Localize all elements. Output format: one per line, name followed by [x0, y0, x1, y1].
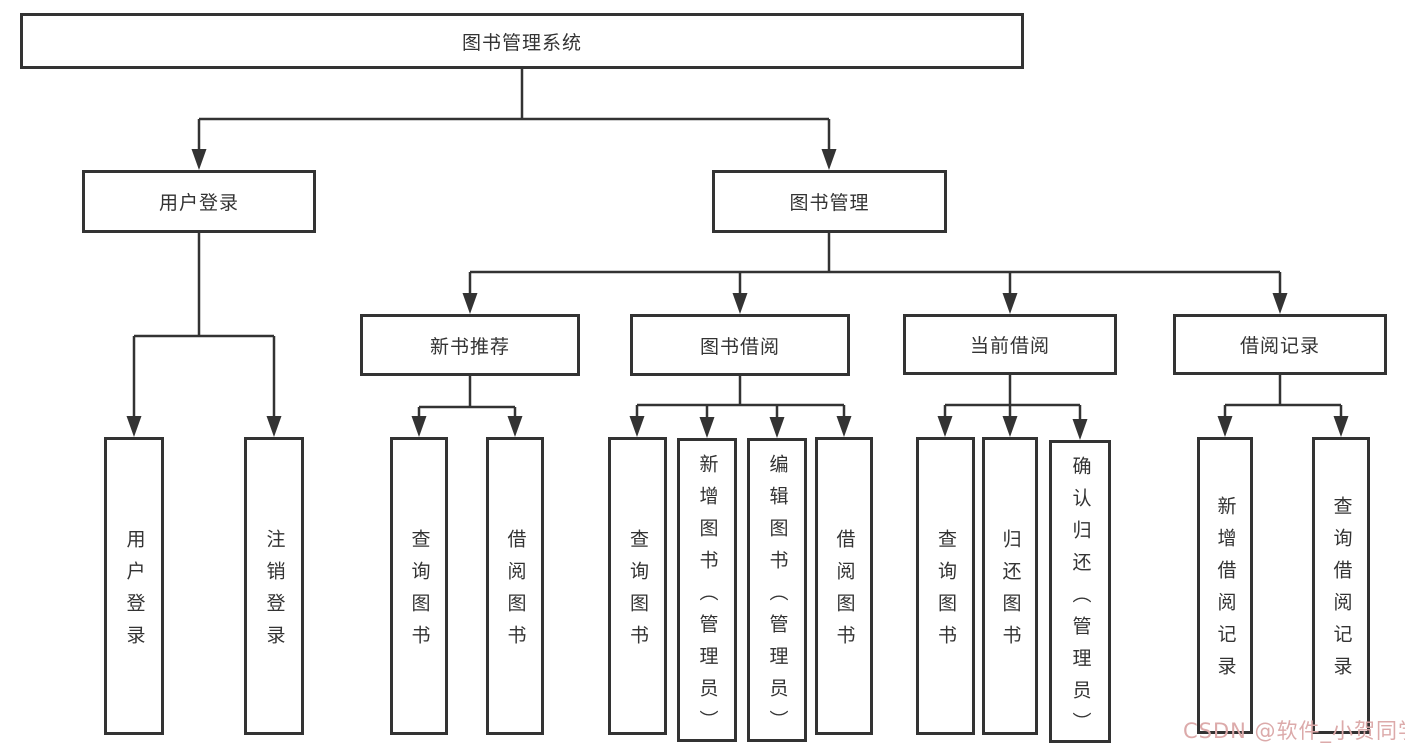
node-book-management-system: 图书管理系统 [20, 13, 1024, 69]
node-label: 确认归还（管理员） [1069, 456, 1092, 744]
node-label: 图书管理 [789, 192, 870, 214]
node-book-borrowing: 图书借阅 [630, 314, 850, 376]
node-label: 归还图书 [999, 528, 1022, 657]
leaf-edit-books-admin: 编辑图书（管理员） [747, 438, 807, 742]
leaf-return-books: 归还图书 [982, 437, 1038, 735]
node-label: 新增借阅记录 [1214, 496, 1237, 688]
node-label: 用户登录 [123, 528, 146, 657]
leaf-add-books-admin: 新增图书（管理员） [677, 438, 737, 742]
node-current-borrowing: 当前借阅 [903, 314, 1117, 375]
csdn-watermark: CSDN @软件_小贺同学 [1183, 719, 1405, 743]
node-label: 当前借阅 [969, 335, 1050, 357]
node-user-login: 用户登录 [82, 170, 316, 233]
node-label: 用户登录 [158, 192, 239, 214]
node-label: 借阅图书 [833, 528, 856, 657]
leaf-query-books-recommend: 查询图书 [390, 437, 448, 735]
leaf-borrow-books: 借阅图书 [815, 437, 873, 735]
leaf-borrow-books-recommend: 借阅图书 [486, 437, 544, 735]
arrowheads [126, 149, 1349, 440]
leaf-add-borrow-record: 新增借阅记录 [1197, 437, 1253, 734]
leaf-user-login: 用户登录 [104, 437, 164, 735]
node-label: 借阅图书 [504, 528, 527, 657]
leaf-query-books-borrowing: 查询图书 [608, 437, 667, 735]
node-new-book-recommend: 新书推荐 [360, 314, 580, 376]
node-borrowing-records: 借阅记录 [1173, 314, 1387, 375]
node-label: 查询图书 [627, 528, 649, 657]
node-label: 注销登录 [263, 528, 286, 657]
leaf-query-borrow-record: 查询借阅记录 [1312, 437, 1370, 734]
leaf-logout: 注销登录 [244, 437, 304, 735]
leaf-confirm-return-admin: 确认归还（管理员） [1049, 440, 1111, 744]
node-label: 查询图书 [935, 528, 957, 657]
node-book-management: 图书管理 [712, 170, 947, 233]
node-label: 查询图书 [408, 528, 431, 657]
node-label: 图书借阅 [699, 335, 780, 358]
node-label: 图书管理系统 [461, 31, 582, 54]
leaf-query-books-current: 查询图书 [916, 437, 975, 735]
node-label: 查询借阅记录 [1330, 496, 1353, 688]
node-label: 借阅记录 [1239, 335, 1320, 357]
node-label: 新增图书（管理员） [696, 454, 719, 742]
node-label: 编辑图书（管理员） [766, 454, 789, 742]
node-label: 新书推荐 [429, 335, 510, 358]
